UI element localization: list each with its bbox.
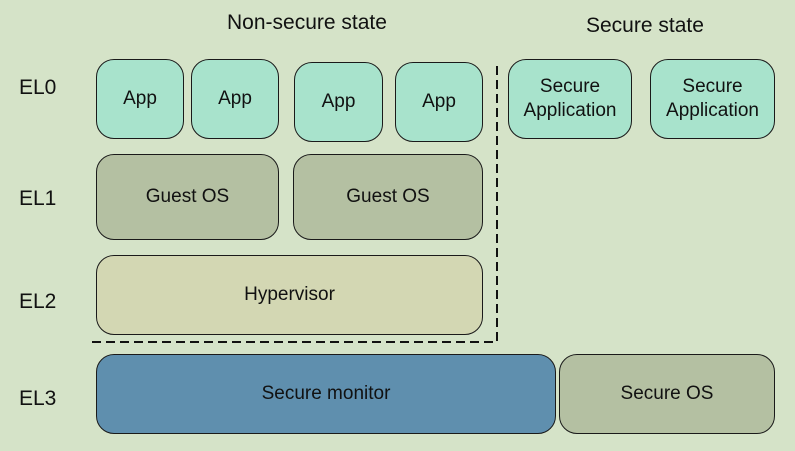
guest-os-label: Guest OS xyxy=(346,186,430,207)
app-box: App xyxy=(294,62,383,142)
secure-application-box: Secure Application xyxy=(650,59,775,139)
secure-monitor-box: Secure monitor xyxy=(96,354,556,434)
app-label: App xyxy=(422,91,456,112)
guest-os-box: Guest OS xyxy=(293,154,483,240)
secure-state-heading: Secure state xyxy=(586,14,704,37)
guest-os-label: Guest OS xyxy=(145,186,230,207)
secure-application-label: Secure Application xyxy=(666,76,759,121)
app-label: App xyxy=(123,88,157,109)
app-label: App xyxy=(218,88,252,109)
hypervisor-label: Hypervisor xyxy=(244,284,335,305)
app-box: App xyxy=(191,59,279,139)
app-box: App xyxy=(96,59,184,139)
app-box: App xyxy=(395,62,483,142)
secure-application-label: Secure Application xyxy=(523,76,617,121)
el2-label: EL2 xyxy=(19,290,57,313)
el1-label: EL1 xyxy=(19,187,57,210)
hypervisor-box: Hypervisor xyxy=(96,255,483,335)
secure-application-box: Secure Application xyxy=(508,59,632,139)
secure-os-box: Secure OS xyxy=(559,354,775,434)
app-label: App xyxy=(321,91,356,112)
el0-label: EL0 xyxy=(19,76,57,99)
secure-os-label: Secure OS xyxy=(620,383,714,404)
guest-os-box: Guest OS xyxy=(96,154,279,240)
non-secure-state-heading: Non-secure state xyxy=(227,11,387,34)
el3-label: EL3 xyxy=(19,387,57,410)
secure-monitor-label: Secure monitor xyxy=(261,383,391,404)
